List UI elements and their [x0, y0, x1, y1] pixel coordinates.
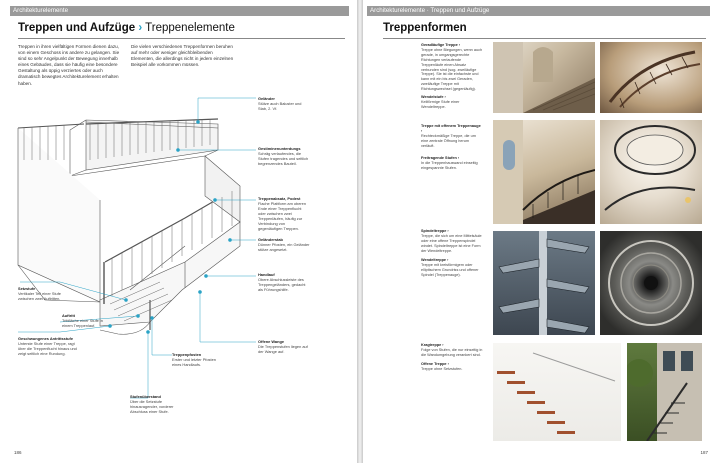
- photo-floating-steps: [493, 343, 621, 441]
- right-page-title: Treppenformen: [383, 22, 467, 34]
- left-page-number: 186: [14, 450, 22, 455]
- staircase-illustration: [17, 97, 256, 399]
- photo-wooden-stair: [600, 42, 702, 113]
- photo-straight-stair: [493, 42, 595, 113]
- title-rest: Treppenelemente: [145, 22, 235, 34]
- left-running-header: Architekturelemente: [10, 6, 349, 16]
- title-bold: Treppen und Aufzüge: [18, 22, 136, 34]
- left-page: Architekturelemente Treppen und Aufzüge …: [0, 0, 357, 463]
- caption-spindeltreppe: Spindeltreppe ›Treppe, die sich um eine …: [421, 229, 482, 253]
- photo-open-well-stair: [493, 120, 595, 224]
- right-title-rule: [383, 38, 706, 39]
- caption-offene-treppe: Offene Treppe ›Treppe ohne Setzstufen.: [421, 362, 463, 371]
- photo-spindle-stair: [493, 231, 595, 335]
- caption-kragtreppe: Kragtreppe ›Folge von Stufen, die nur ei…: [421, 343, 483, 357]
- book-gutter: [357, 0, 363, 463]
- right-page-number: 187: [700, 450, 708, 455]
- title-arrow: ›: [138, 22, 143, 34]
- photo-open-stair: [627, 343, 702, 441]
- caption-wendeltreppe: Wendeltreppe ›Treppe mit kreisförmigem o…: [421, 258, 479, 277]
- caption-geradlaeufig: Geradläufige Treppe ›Treppe ohne Biegung…: [421, 43, 483, 92]
- caption-treppenauge: Treppe mit offenem Treppenauge ›Rechteck…: [421, 124, 481, 148]
- caption-freitragend: Freitragende Stufen ›In die Treppenhausw…: [421, 156, 478, 170]
- page-title: Treppen und Aufzüge › Treppenelemente: [18, 22, 235, 34]
- intro-column-1: Treppen in ihren vielfältigen Formen die…: [18, 44, 120, 86]
- intro-column-2: Die vielen verschiedenen Treppenformen b…: [131, 44, 234, 68]
- right-running-header: Architekturelemente · Treppen und Aufzüg…: [367, 6, 710, 16]
- caption-wendelstufe: Wendelstufe ›Keilförmige Stufe einer Wen…: [421, 95, 460, 109]
- photo-spiral-stair: [600, 231, 702, 335]
- title-rule: [18, 38, 345, 39]
- photo-cantilever-stair: [600, 120, 702, 224]
- right-page: Architekturelemente · Treppen und Aufzüg…: [363, 0, 720, 463]
